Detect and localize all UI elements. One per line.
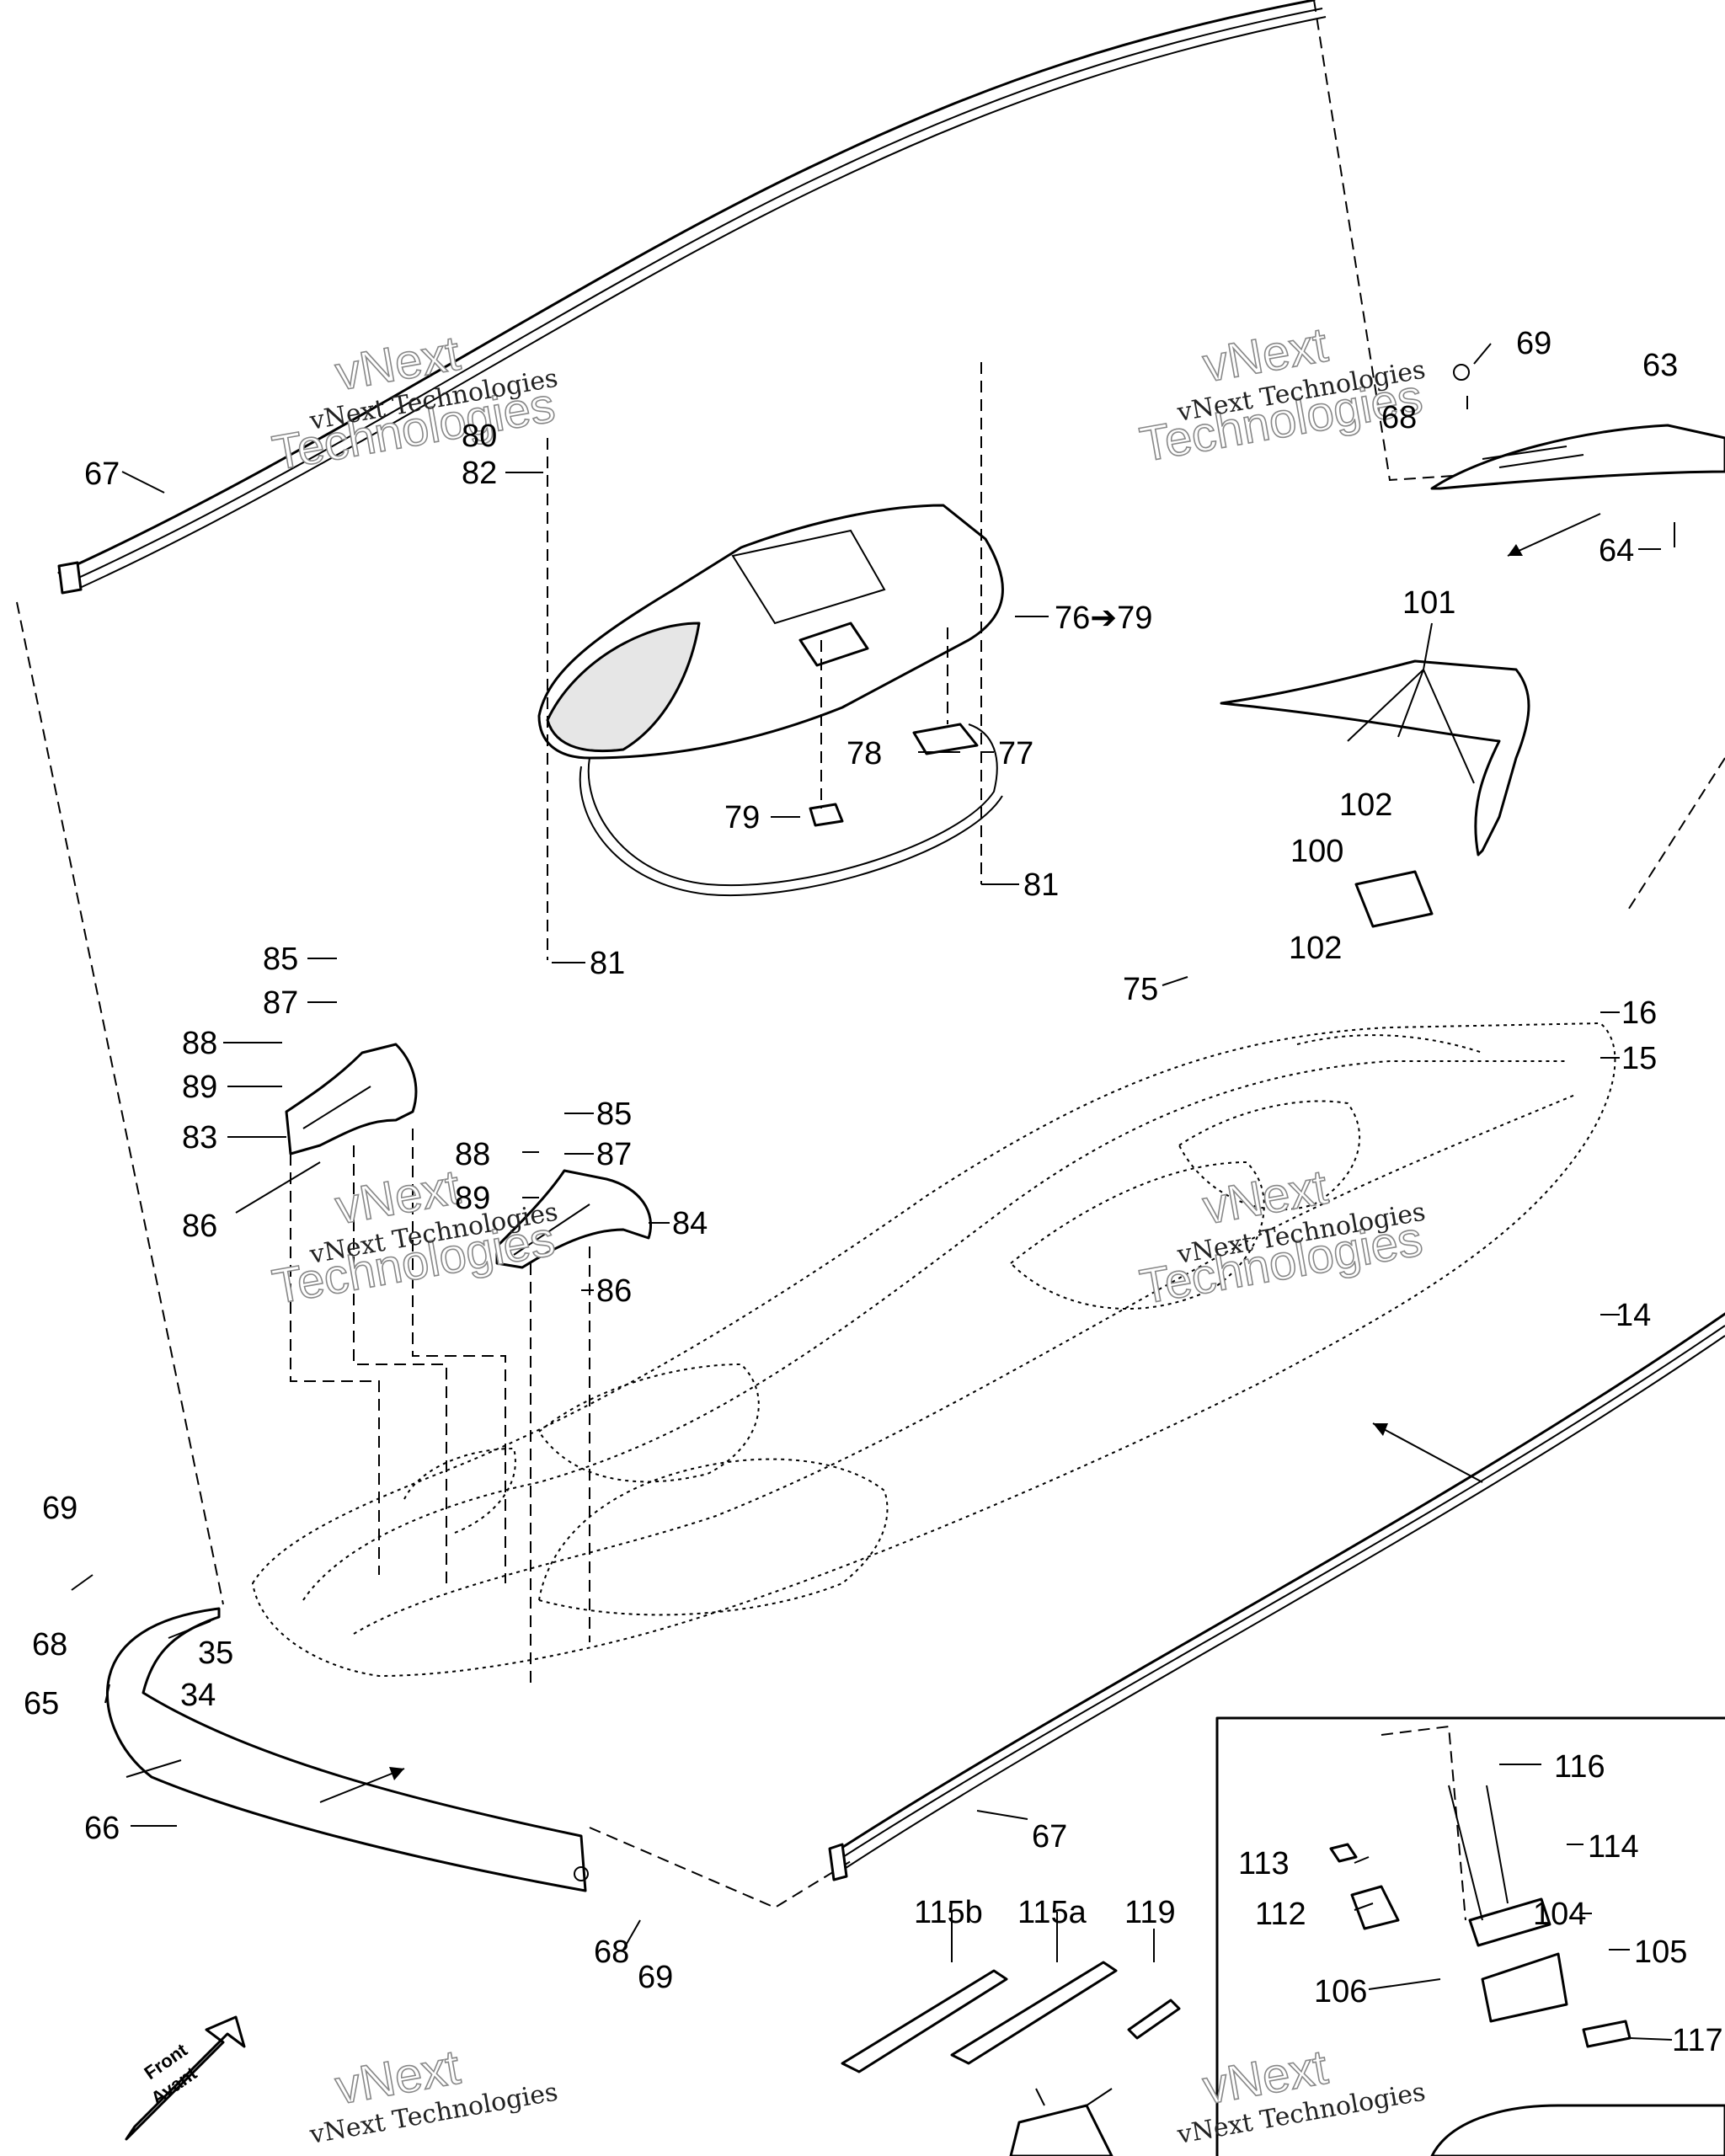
label-106: 106 [1314,1974,1367,2009]
deck [251,1022,1616,1678]
label-16: 16 [1621,995,1657,1031]
label-100: 100 [1290,834,1343,869]
covers-115 [841,1961,1181,2156]
label-82: 82 [462,456,497,491]
watermark-4: vNext Technologies vNext Technologies [1135,1159,1428,1315]
label-89-a: 89 [182,1070,217,1105]
storage-bin [537,504,1004,896]
label-114: 114 [1588,1829,1639,1865]
label-102-a: 102 [1339,787,1392,823]
label-105: 105 [1634,1935,1687,1970]
watermark-1: vNext Technologies vNext Technologies [268,325,560,482]
label-116: 116 [1554,1749,1605,1785]
leader-lines [71,343,1673,2106]
handle-cover [1430,364,1725,547]
label-84: 84 [672,1206,708,1241]
label-81-left: 81 [590,946,625,981]
label-35: 35 [198,1636,233,1671]
front-bumper [105,1607,589,1892]
watermark-6: vNext vNext Technologies [1174,2039,1428,2150]
label-69-left: 69 [42,1491,77,1526]
label-67-bottom: 67 [1032,1819,1067,1854]
label-63: 63 [1642,348,1678,383]
label-86-a: 86 [182,1209,217,1244]
label-102-b: 102 [1289,931,1342,966]
bracket-84 [495,1169,653,1269]
label-89-b: 89 [455,1181,490,1216]
bracket-lines [290,1129,590,1684]
outline-top-right [1313,0,1517,482]
label-87-a: 87 [263,985,298,1021]
label-34: 34 [180,1678,216,1713]
label-80: 80 [462,419,497,454]
label-69-top: 69 [1516,326,1551,361]
label-86-b: 86 [596,1273,632,1309]
outline-right [1625,757,1725,915]
label-14: 14 [1616,1298,1651,1333]
label-83: 83 [182,1120,217,1155]
bracket-83 [285,1043,418,1155]
label-68-top: 68 [1381,400,1417,435]
label-78: 78 [846,736,882,771]
detail-inset [1215,1716,1725,2156]
outline-left [16,601,224,1605]
label-77: 77 [998,736,1033,771]
watermark-3: vNext Technologies vNext Technologies [268,1159,560,1315]
small-cover [1354,870,1434,928]
label-101: 101 [1402,585,1455,621]
label-69-bottom: 69 [638,1960,673,1995]
label-113: 113 [1238,1846,1290,1881]
label-115a: 115a [1017,1895,1087,1930]
label-67-top: 67 [84,456,120,492]
gunwale-rail-top [57,0,1327,595]
watermark-5: vNext vNext Technologies [307,2039,560,2150]
label-88-b: 88 [455,1137,490,1172]
label-68-left: 68 [32,1627,67,1662]
label-81-right: 81 [1023,867,1059,903]
label-117: 117 [1672,2023,1723,2058]
label-115b: 115b [914,1895,983,1930]
label-112: 112 [1255,1897,1306,1932]
label-79: 79 [724,800,760,835]
label-68-bottom: 68 [594,1935,629,1970]
watermark-2: vNext Technologies vNext Technologies [1135,317,1428,473]
label-85-b: 85 [596,1097,632,1132]
direction-arrows [319,513,1601,1803]
outline-bottom [589,1827,852,1909]
label-85-a: 85 [263,942,298,977]
svg-text:vNext: vNext [331,326,463,402]
part-labels: 67 80 82 76➔79 78 77 79 81 81 69 68 63 6… [24,326,1723,2058]
label-64: 64 [1599,533,1634,568]
label-65: 65 [24,1686,59,1721]
side-panel [1220,659,1530,857]
label-66: 66 [84,1811,120,1846]
label-119: 119 [1124,1895,1176,1930]
gunwale-rail-bottom [828,1312,1725,1881]
label-15: 15 [1621,1041,1657,1076]
front-arrow-icon: Front Avant [125,2015,246,2141]
label-104: 104 [1533,1897,1586,1932]
label-88-a: 88 [182,1026,217,1061]
label-87-b: 87 [596,1137,632,1172]
label-76-79: 76➔79 [1055,600,1152,636]
label-75: 75 [1123,972,1158,1007]
